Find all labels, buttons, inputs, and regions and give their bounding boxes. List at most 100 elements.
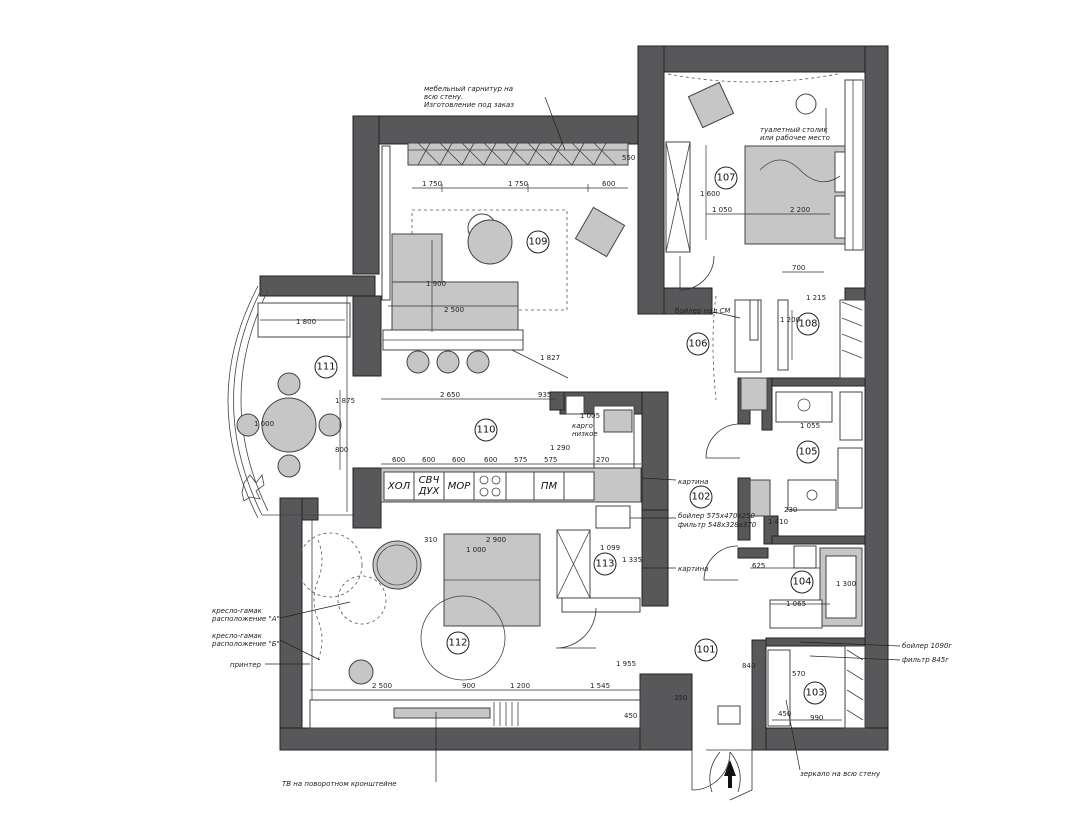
room-112 (297, 520, 641, 782)
room-label-111: 111 (314, 355, 338, 379)
dim-1335: 1 335 (622, 556, 642, 564)
note-filter-845: фильтр 845г (902, 656, 949, 664)
dim-k600b: 600 (422, 456, 435, 464)
dim-990: 990 (810, 714, 823, 722)
dim-k270: 270 (596, 456, 609, 464)
note-vanity-2: или рабочее место (760, 134, 830, 142)
note-cargo-1: карго (572, 422, 593, 430)
room-label-102: 102 (689, 485, 713, 509)
dim-2900: 2 900 (486, 536, 506, 544)
note-furniture-3: Изготовление под заказ (424, 101, 514, 109)
room-label-107: 107 (714, 166, 738, 190)
dim-1200: 1 200 (780, 316, 800, 324)
hallway-106-108 (712, 295, 866, 411)
note-mirror: зеркало на всю стену (800, 770, 881, 778)
dim-k575b: 575 (544, 456, 557, 464)
svg-text:107: 107 (716, 173, 735, 184)
bedroom-107 (665, 73, 864, 273)
dim-1055: 1 055 (800, 422, 820, 430)
room-label-101: 101 (694, 638, 718, 662)
dim-1099: 1 099 (600, 544, 620, 552)
dim-1750a: 1 750 (422, 180, 442, 188)
living-room-109 (382, 96, 629, 379)
room-label-113: 113 (593, 552, 617, 576)
note-chair-b-1: кресло-гамак (212, 632, 263, 640)
appliance-labels: ХОЛ СВЧ ДУХ МОР ПМ (387, 475, 558, 497)
room-label-112: 112 (446, 631, 470, 655)
dim-1065: 1 065 (786, 600, 806, 608)
dim-1300: 1 300 (836, 580, 856, 588)
dim-600a: 600 (602, 180, 615, 188)
dim-700: 700 (792, 264, 805, 272)
dim-k575a: 575 (514, 456, 527, 464)
dim-k600c: 600 (452, 456, 465, 464)
dim-1750b: 1 750 (508, 180, 528, 188)
svg-text:108: 108 (798, 319, 817, 330)
dim-1955: 1 955 (616, 660, 636, 668)
dim-350: 350 (674, 694, 687, 702)
dim-450: 450 (778, 710, 791, 718)
note-chair-a-2: расположение "А" (211, 615, 280, 623)
note-chair-b-2: расположение "Б" (211, 640, 280, 648)
dim-2650: 2 650 (440, 391, 460, 399)
svg-text:104: 104 (792, 577, 811, 588)
dim-1000b: 1 000 (466, 546, 486, 554)
walls (259, 45, 889, 751)
note-chair-a-1: кресло-гамак (212, 607, 263, 615)
appliance-pm: ПМ (541, 481, 558, 492)
dim-k600d: 600 (484, 456, 497, 464)
room-labels: 101 102 103 104 105 106 107 108 109 110 … (314, 166, 827, 705)
dim-1600: 1 600 (700, 190, 720, 198)
room-103 (767, 645, 866, 729)
appliance-hol: ХОЛ (387, 481, 411, 492)
dim-625: 625 (752, 562, 765, 570)
dim-1200b: 1 200 (510, 682, 530, 690)
dim-230: 230 (784, 506, 797, 514)
dim-550: 550 (622, 154, 635, 162)
dim-1215: 1 215 (806, 294, 826, 302)
entrance-hall-101-102 (595, 505, 753, 726)
doors (555, 255, 753, 801)
entrance-arrow-icon (724, 760, 736, 788)
closet-113 (556, 529, 641, 613)
dim-2500: 2 500 (444, 306, 464, 314)
svg-text:105: 105 (798, 447, 817, 458)
note-picture-2: картина (678, 565, 708, 573)
svg-text:101: 101 (696, 645, 715, 656)
svg-text:102: 102 (691, 492, 710, 503)
room-label-106: 106 (686, 332, 710, 356)
svg-text:103: 103 (805, 688, 824, 699)
kitchen-110 (380, 395, 642, 503)
note-filter-548: фильтр 548х328х370 (678, 521, 757, 529)
svg-text:113: 113 (595, 559, 614, 570)
dim-1827: 1 827 (540, 354, 560, 362)
note-printer: принтер (230, 661, 262, 669)
room-label-103: 103 (803, 681, 827, 705)
dim-1545: 1 545 (590, 682, 610, 690)
room-label-104: 104 (790, 570, 814, 594)
dim-570: 570 (792, 670, 805, 678)
svg-text:109: 109 (528, 237, 547, 248)
dim-1290: 1 290 (550, 444, 570, 452)
balcony-dining-111 (236, 319, 345, 502)
room-label-110: 110 (474, 418, 498, 442)
dim-800: 800 (335, 446, 348, 454)
room-label-108: 108 (796, 312, 820, 336)
svg-text:112: 112 (448, 638, 467, 649)
dim-1005: 1 005 (580, 412, 600, 420)
note-cargo-2: низкое (572, 430, 598, 438)
dim-1800: 1 800 (296, 318, 316, 326)
room-label-109: 109 (526, 230, 550, 254)
bathrooms-104-105 (749, 391, 863, 629)
dim-900: 900 (462, 682, 475, 690)
annotations: мебельный гарнитур на всю стену. Изготов… (211, 85, 952, 788)
dim-1410: 1 410 (768, 518, 788, 526)
appliance-duh: ДУХ (418, 486, 441, 497)
dim-935: 935 (538, 391, 551, 399)
note-tv: ТВ на поворотном кронштейне (282, 780, 397, 788)
dim-1050: 1 050 (712, 206, 732, 214)
dim-1000: 1 000 (254, 420, 274, 428)
dim-2500b: 2 500 (372, 682, 392, 690)
dim-450b: 450 (624, 712, 637, 720)
